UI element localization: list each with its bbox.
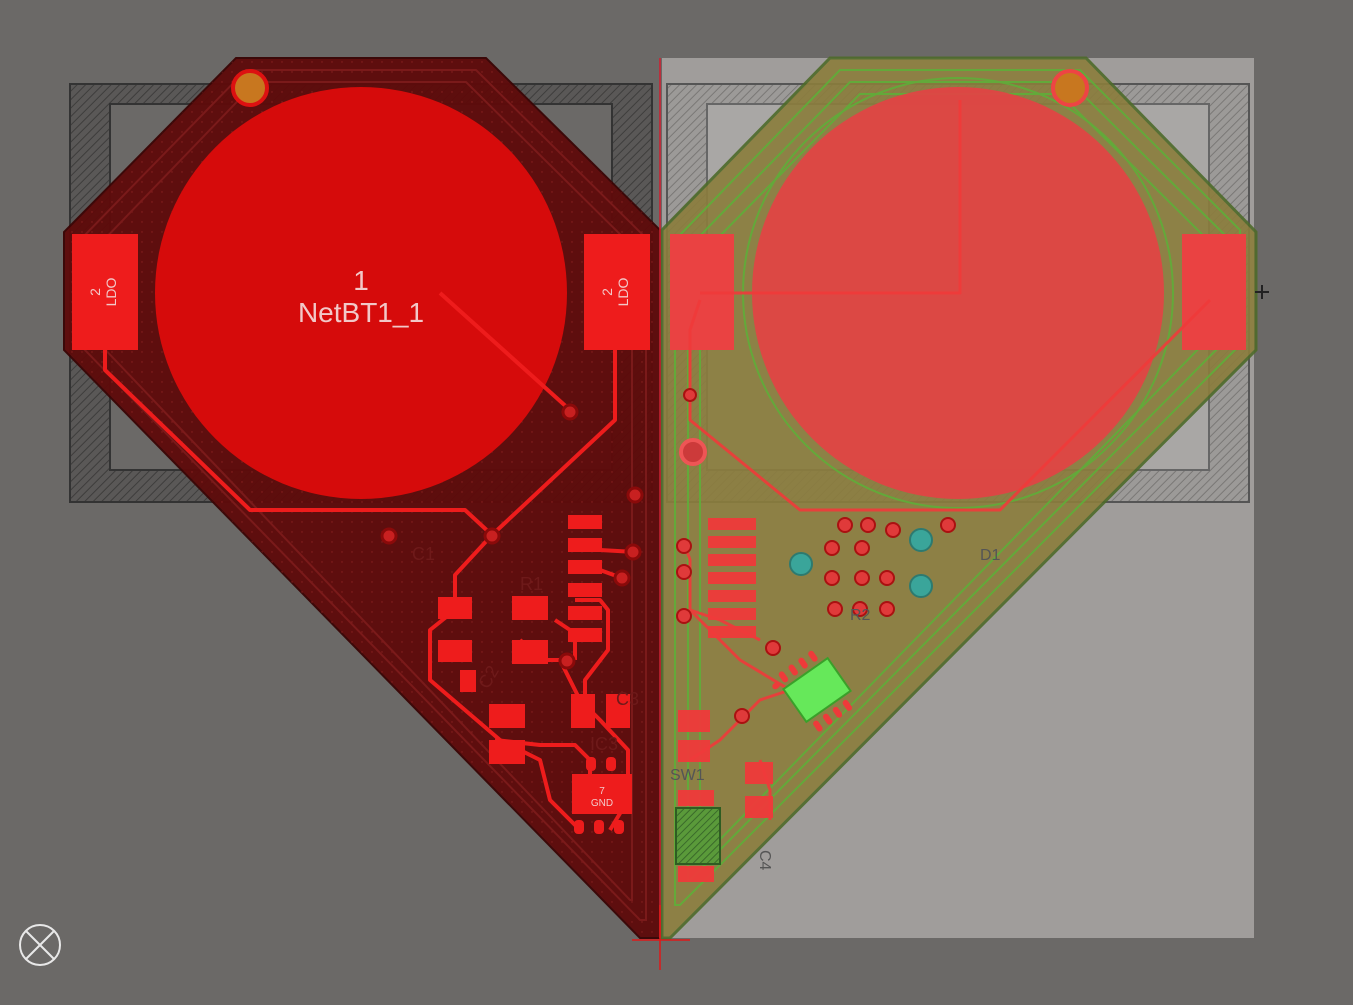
silk-r2: R2 xyxy=(850,607,871,624)
ldo-right-net: LDO xyxy=(615,278,631,307)
sw1-footprint[interactable] xyxy=(675,807,721,865)
silk-r1: R1 xyxy=(520,574,543,594)
ic-pad-net: GND xyxy=(591,798,613,809)
ldo-right-number: 2 xyxy=(599,288,615,296)
origin-crosshair-icon[interactable] xyxy=(19,924,61,966)
vias-left[interactable] xyxy=(380,403,644,670)
mount-via-right-lower[interactable] xyxy=(679,438,707,466)
silk-c1: C1 xyxy=(412,544,435,564)
battery-pad-number: 1 xyxy=(353,265,369,296)
ldo-left-net: LDO xyxy=(103,278,119,307)
silk-c4: C4 xyxy=(756,850,773,871)
vias-right[interactable] xyxy=(676,388,956,724)
ic-pad-number: 7 xyxy=(599,786,605,797)
silk-c3: C3 xyxy=(616,689,639,709)
silk-ic3: IC3 xyxy=(590,734,618,754)
silk-d1: D1 xyxy=(980,547,1001,564)
silk-sw1: SW1 xyxy=(670,767,705,784)
plus-marker xyxy=(1255,285,1269,299)
smd-pads-right[interactable] xyxy=(678,518,773,882)
teal-vias[interactable] xyxy=(789,528,933,598)
mount-via-right[interactable] xyxy=(1051,69,1089,107)
mount-via-left[interactable] xyxy=(231,69,269,107)
ldo-pad-right-bottom-b[interactable] xyxy=(1182,234,1246,350)
cursor-crosshair xyxy=(632,905,690,970)
ldo-left-number: 2 xyxy=(87,288,103,296)
ic3-package[interactable] xyxy=(572,757,632,834)
qfn-chip[interactable] xyxy=(768,645,860,740)
battery-pad-net: NetBT1_1 xyxy=(298,297,424,328)
battery-pad-left[interactable] xyxy=(155,87,567,499)
smd-pads-left[interactable] xyxy=(438,515,630,764)
